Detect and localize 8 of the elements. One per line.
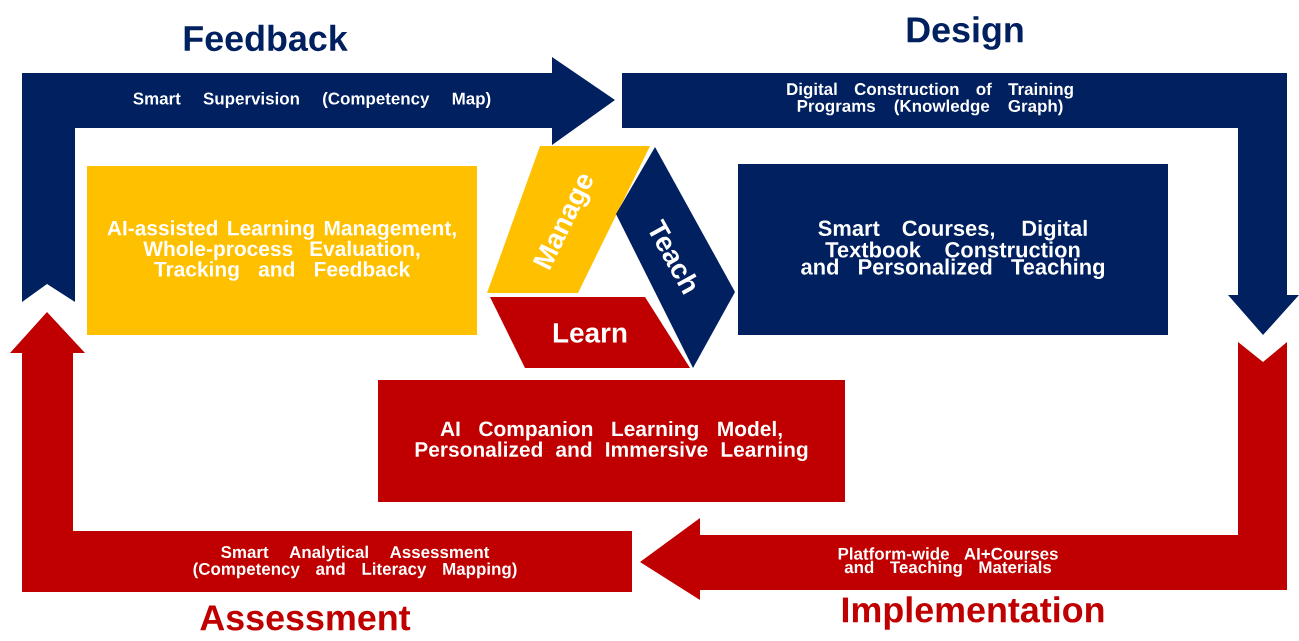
text-box: AI Companion Learning Model, Personalized and Immersive Learning [378,380,845,502]
heading: Implementation [842,596,1104,630]
heading: Assessment [200,605,411,631]
text-box: Smart Courses, Digital Textbook Construction and Personalized Teaching [738,164,1168,335]
heading: Feedback [184,24,348,52]
text-box: AI-assisted Learning Management, Whole-process Evaluation, Tracking and Feedback [87,166,477,335]
heading: Design [907,16,1023,50]
triangle-segment: Learn [490,297,690,368]
